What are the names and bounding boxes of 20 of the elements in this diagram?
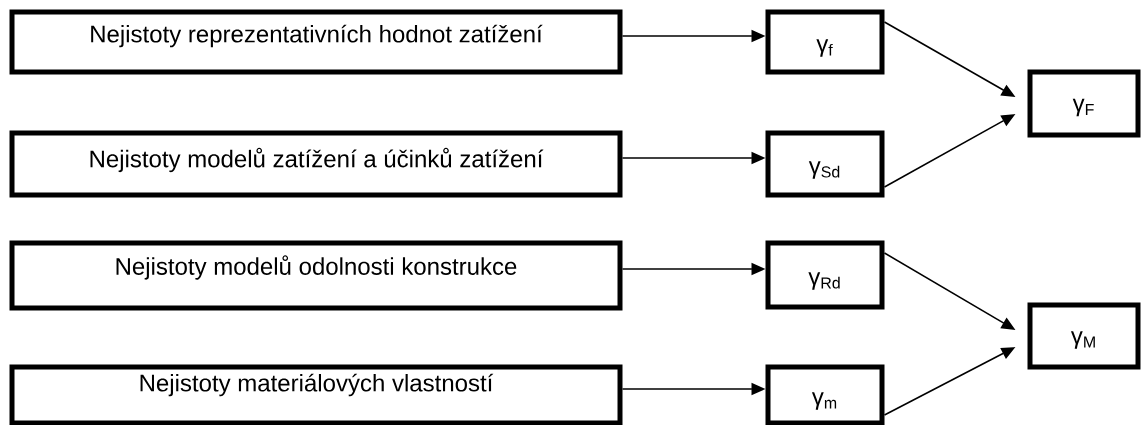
factor-label: γ$_{m}$ [811, 392, 837, 410]
factor-label: γ$_{M}$ [1070, 331, 1095, 349]
uncertainty-box [9, 364, 623, 425]
box-label: Nejistoty modelů odolnosti konstrukce [116, 255, 517, 280]
uncertainty-box [9, 9, 623, 75]
box-label: Nejistoty modelů zatížení a účinků zatížení [90, 147, 544, 173]
factor-label: γ$_{Sd}$ [808, 161, 840, 179]
uncertainty-box [9, 240, 623, 311]
factor-box [765, 240, 885, 310]
factor-label: γ$_{F}$ [1072, 98, 1094, 117]
factor-box [765, 364, 885, 425]
factor-box [765, 9, 885, 75]
box-label: Nejistoty reprezentativních hodnot zatížení [91, 24, 543, 48]
uncertainty-box [9, 130, 623, 198]
factor-label: γ$_{f}$ [816, 39, 833, 57]
factor-box [1027, 302, 1141, 370]
box-label: Nejistoty materiálových vlastností [140, 373, 494, 397]
factor-label: γ$_{Rd}$ [808, 272, 840, 290]
factor-box [1027, 69, 1141, 138]
factor-box [765, 130, 885, 198]
